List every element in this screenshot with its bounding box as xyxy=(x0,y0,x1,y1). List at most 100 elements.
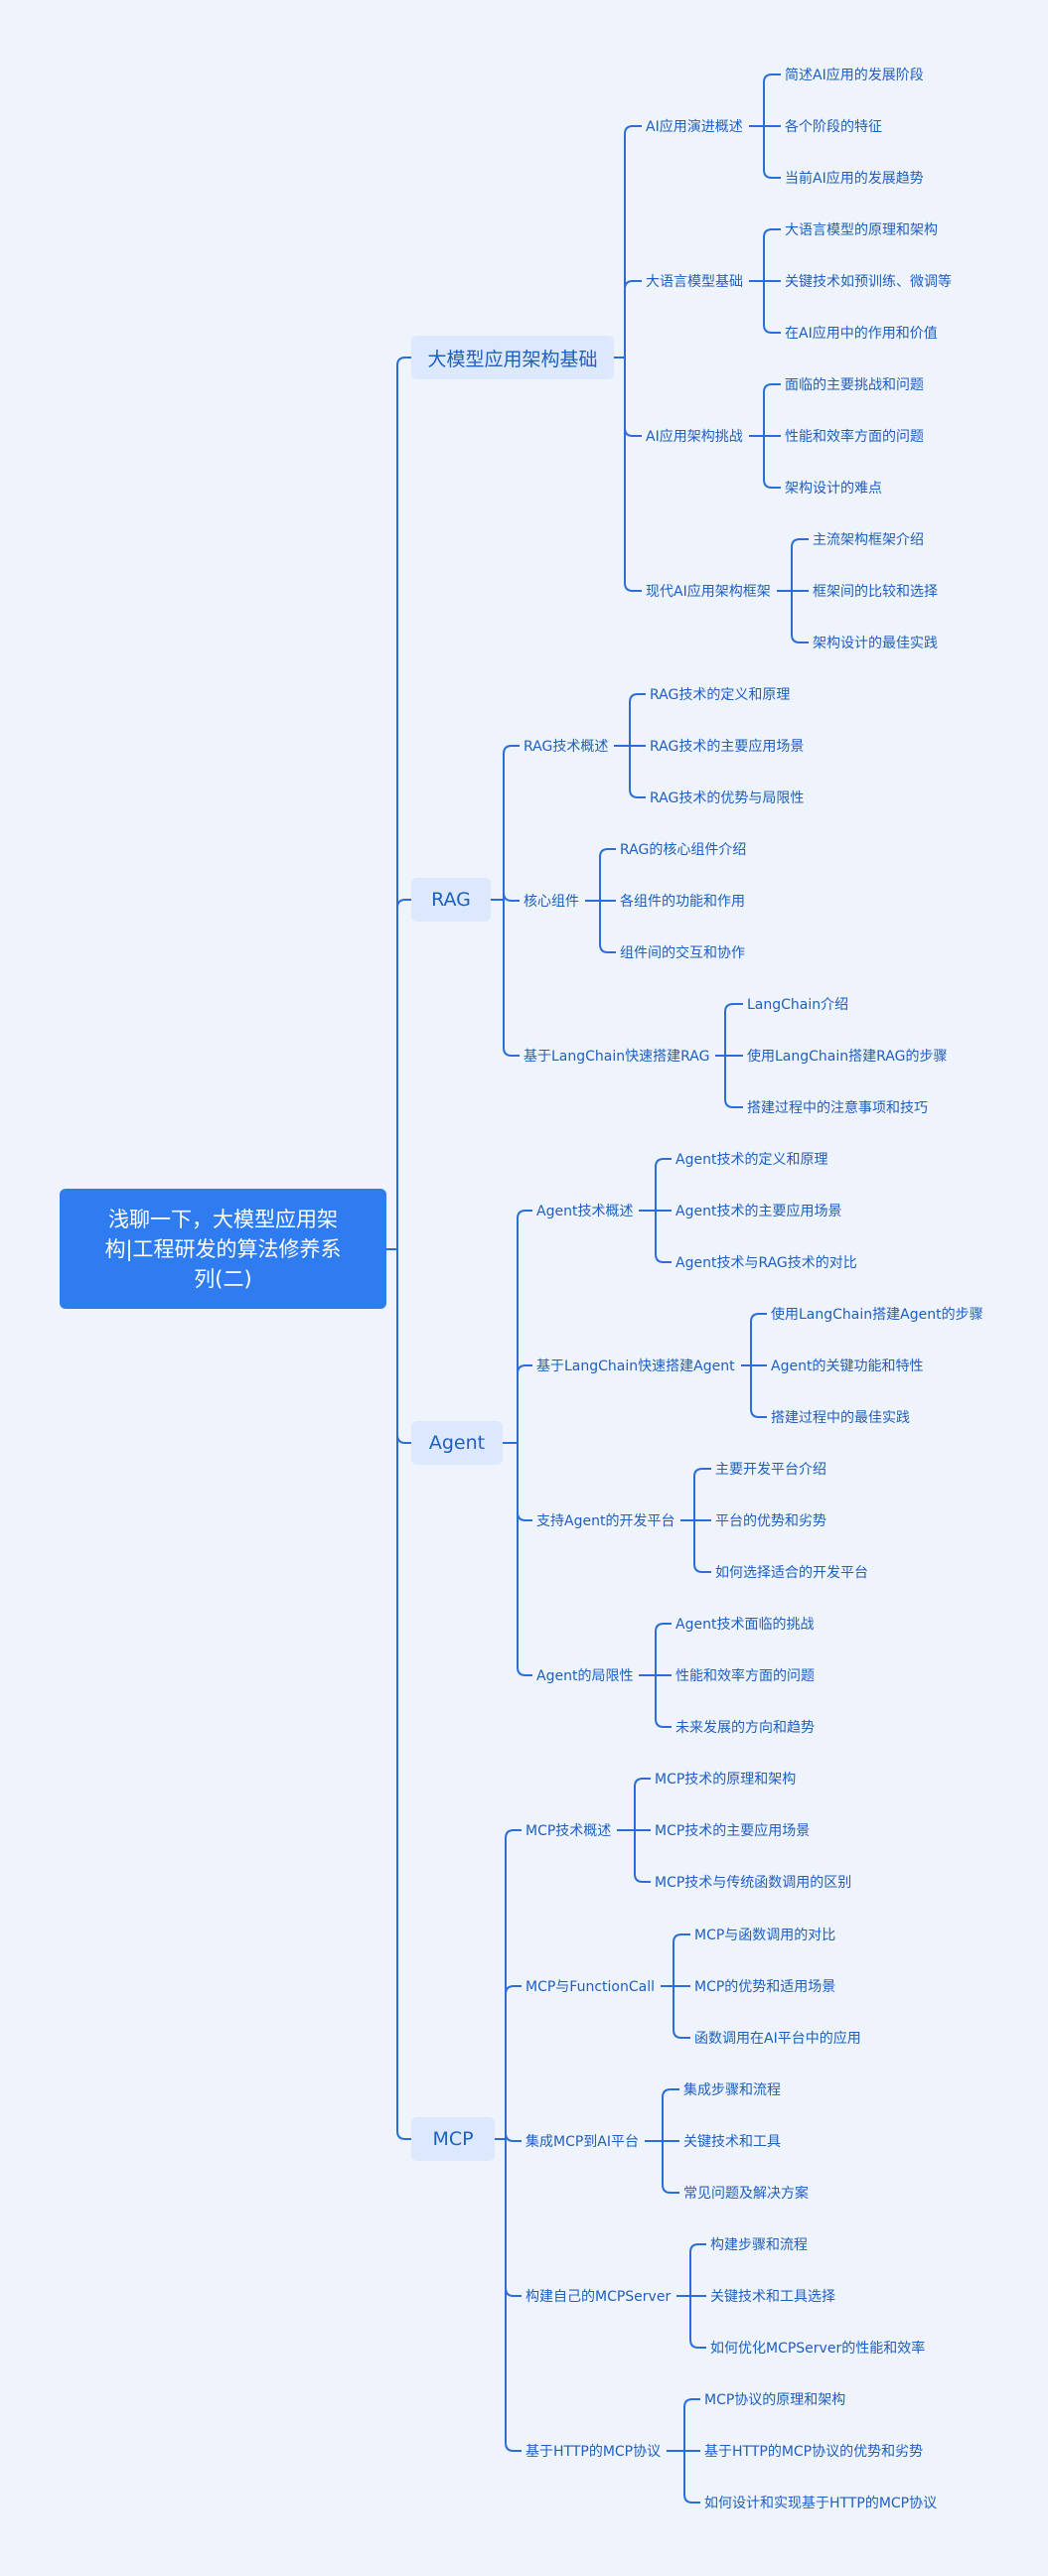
leaf-topic: 使用LangChain搭建RAG的步骤 xyxy=(747,1049,948,1065)
leaf-topic: 各组件的功能和作用 xyxy=(620,894,745,910)
subtopic: 集成MCP到AI平台 xyxy=(525,2134,640,2150)
leaf-topic: MCP协议的原理和架构 xyxy=(704,2392,846,2408)
subtopic-connector-edge xyxy=(673,1986,690,2039)
subtopic-connector-edge xyxy=(791,591,809,644)
root-connector-edge xyxy=(396,899,411,1249)
branch-connector-edge xyxy=(505,1985,522,2139)
subtopic-connector-edge xyxy=(683,2398,700,2451)
branch-connector-edge xyxy=(503,900,520,1057)
branch-connector-edge xyxy=(517,1443,532,1676)
leaf-topic: LangChain介绍 xyxy=(747,997,849,1013)
leaf-topic: 架构设计的最佳实践 xyxy=(813,636,938,651)
subtopic: MCP技术概述 xyxy=(525,1823,612,1839)
subtopic-connector-edge xyxy=(791,538,809,591)
leaf-topic: 主流架构框架介绍 xyxy=(813,532,924,548)
leaf-topic: 性能和效率方面的问题 xyxy=(675,1668,815,1684)
root-connector-edge xyxy=(396,357,411,1249)
root-title-line: 列(二) xyxy=(194,1266,252,1291)
branch-connector-edge xyxy=(517,1210,532,1443)
branch-connector-edge xyxy=(624,358,642,437)
subtopic: Agent的局限性 xyxy=(536,1668,634,1684)
subtopic-connector-edge xyxy=(763,281,781,334)
subtopic-connector-edge xyxy=(634,1830,651,1883)
leaf-topic: 面临的主要挑战和问题 xyxy=(785,377,924,393)
leaf-topic: 各个阶段的特征 xyxy=(785,119,882,135)
subtopic-connector-edge xyxy=(673,1933,690,1986)
subtopic-connector-edge xyxy=(683,2451,700,2504)
subtopic-connector-edge xyxy=(662,2141,679,2194)
leaf-topic: 关键技术如预训练、微调等 xyxy=(785,274,952,290)
root-title-line: 浅聊一下，大模型应用架 xyxy=(107,1207,338,1231)
leaf-topic: Agent技术的主要应用场景 xyxy=(675,1204,842,1219)
branch-connector-edge xyxy=(517,1443,532,1521)
subtopic-connector-edge xyxy=(655,1211,672,1263)
branch-connector-edge xyxy=(505,2139,522,2297)
leaf-topic: 组件间的交互和协作 xyxy=(620,945,745,961)
subtopic: 基于LangChain快速搭建RAG xyxy=(524,1049,710,1065)
leaf-topic: MCP的优势和适用场景 xyxy=(694,1979,836,1995)
leaf-topic: 如何设计和实现基于HTTP的MCP协议 xyxy=(704,2496,938,2511)
branch-connector-edge xyxy=(503,745,520,900)
leaf-topic: 大语言模型的原理和架构 xyxy=(785,222,938,238)
leaf-topic: Agent技术的定义和原理 xyxy=(675,1152,828,1168)
subtopic-connector-edge xyxy=(763,436,781,489)
subtopic-connector-edge xyxy=(693,1468,711,1520)
subtopic: RAG技术概述 xyxy=(524,739,609,755)
leaf-topic: 未来发展的方向和趋势 xyxy=(675,1720,815,1736)
branch-connector-edge xyxy=(505,2139,522,2452)
root-topic: 浅聊一下，大模型应用架 构|工程研发的算法修养系 列(二) xyxy=(60,1189,386,1309)
subtopic: AI应用架构挑战 xyxy=(646,429,743,445)
leaf-topic: 框架间的比较和选择 xyxy=(813,584,938,600)
leaf-topic: RAG技术的优势与局限性 xyxy=(650,790,805,806)
leaf-topic: 如何选择适合的开发平台 xyxy=(715,1565,868,1581)
branch-connector-edge xyxy=(503,892,520,902)
leaf-topic: MCP与函数调用的对比 xyxy=(694,1928,836,1943)
subtopic-connector-edge xyxy=(750,1365,767,1418)
subtopic-connector-edge xyxy=(599,848,616,901)
leaf-topic: 简述AI应用的发展阶段 xyxy=(785,68,924,83)
subtopic: MCP与FunctionCall xyxy=(525,1979,655,1995)
branch-topic: 大模型应用架构基础 xyxy=(411,336,614,379)
subtopic-connector-edge xyxy=(763,228,781,281)
subtopic: 基于HTTP的MCP协议 xyxy=(525,2444,662,2460)
branch-connector-edge xyxy=(517,1364,532,1443)
subtopic-connector-edge xyxy=(763,73,781,126)
subtopic: 核心组件 xyxy=(524,894,579,910)
leaf-topic: 关键技术和工具 xyxy=(683,2134,781,2150)
subtopic-connector-edge xyxy=(689,2296,706,2349)
subtopic: 支持Agent的开发平台 xyxy=(536,1513,675,1529)
leaf-topic: 平台的优势和劣势 xyxy=(715,1513,826,1529)
leaf-topic: 搭建过程中的最佳实践 xyxy=(771,1410,910,1426)
leaf-topic: 构建步骤和流程 xyxy=(710,2237,808,2253)
leaf-topic: 当前AI应用的发展趋势 xyxy=(785,171,924,187)
leaf-topic: Agent技术与RAG技术的对比 xyxy=(675,1255,857,1271)
leaf-topic: 使用LangChain搭建Agent的步骤 xyxy=(771,1307,983,1323)
leaf-topic: 如何优化MCPServer的性能和效率 xyxy=(710,2341,926,2357)
root-title-line: 构|工程研发的算法修养系 xyxy=(104,1236,342,1261)
subtopic-connector-edge xyxy=(629,746,646,798)
leaf-topic: 关键技术和工具选择 xyxy=(710,2289,835,2305)
leaf-topic: MCP技术与传统函数调用的区别 xyxy=(655,1875,852,1891)
branch-connector-edge xyxy=(624,125,642,358)
subtopic: Agent技术概述 xyxy=(536,1204,634,1219)
subtopic-connector-edge xyxy=(599,901,616,953)
branch-connector-edge xyxy=(624,280,642,358)
root-connector-edge xyxy=(396,1249,411,2140)
branch-topic: RAG xyxy=(411,878,491,922)
leaf-topic: RAG技术的定义和原理 xyxy=(650,687,791,703)
leaf-topic: MCP技术的主要应用场景 xyxy=(655,1823,811,1839)
branch-connector-edge xyxy=(624,358,642,592)
subtopic-connector-edge xyxy=(689,2243,706,2296)
branch-topic: Agent xyxy=(411,1421,503,1465)
subtopic-connector-edge xyxy=(655,1623,672,1675)
leaf-topic: MCP技术的原理和架构 xyxy=(655,1772,797,1788)
leaf-topic: 架构设计的难点 xyxy=(785,481,882,497)
subtopic-connector-edge xyxy=(763,126,781,179)
leaf-topic: 函数调用在AI平台中的应用 xyxy=(694,2031,861,2047)
leaf-topic: 在AI应用中的作用和价值 xyxy=(785,326,938,342)
leaf-topic: 搭建过程中的注意事项和技巧 xyxy=(747,1100,928,1116)
subtopic-connector-edge xyxy=(693,1520,711,1573)
subtopic: 大语言模型基础 xyxy=(646,274,743,290)
subtopic-connector-edge xyxy=(763,383,781,436)
